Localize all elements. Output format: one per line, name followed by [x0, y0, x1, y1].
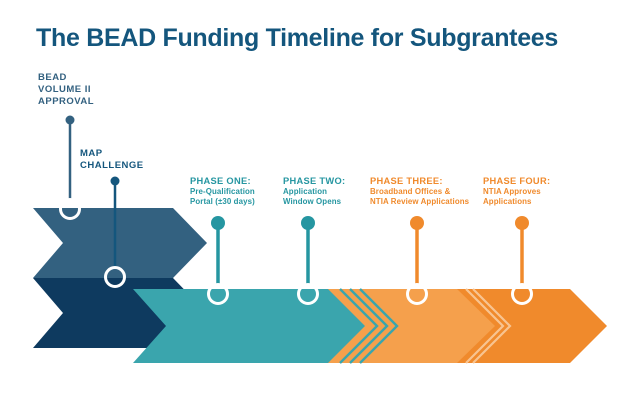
label-line: PHASE TWO: [283, 176, 345, 186]
phase-two-label: PHASE TWO: Application Window Opens [283, 171, 350, 206]
phase-three-label: PHASE THREE: Broadband Offices & NTIA Re… [370, 171, 470, 206]
label-line: NTIA Approves [483, 187, 541, 196]
map-challenge-label: MAP CHALLENGE [80, 148, 144, 171]
map-challenge-dot [110, 176, 120, 186]
label-line: Application [283, 187, 327, 196]
steel-blue-chevron-arrow [33, 208, 207, 278]
bead-approval-dot [65, 115, 75, 125]
phase-four-ring-marker [511, 283, 533, 305]
phase-one-ring-marker [207, 283, 229, 305]
phase-one-label: PHASE ONE: Pre-Qualification Portal (±30… [190, 171, 259, 206]
phase-four-dot [515, 216, 529, 230]
label-line: Window Opens [283, 197, 342, 206]
bead-approval-ring-marker [59, 198, 81, 220]
label-line: PHASE ONE: [190, 176, 251, 186]
light-orange-stripe-chevron [465, 288, 505, 364]
label-line: PHASE THREE: [370, 176, 443, 186]
label-line: BEAD [38, 72, 67, 83]
teal-arrow-segment [133, 289, 365, 363]
label-line: Pre-Qualification [190, 187, 255, 196]
phase-two-dot [301, 216, 315, 230]
map-challenge-ring-marker [104, 266, 126, 288]
phase-one-dot [211, 216, 225, 230]
label-line: Broadband Offices & [370, 187, 451, 196]
label-line: Applications [483, 197, 532, 206]
bead-approval-label: BEAD VOLUME II APPROVAL [38, 72, 94, 107]
label-line: CHALLENGE [80, 160, 144, 171]
label-line: APPROVAL [38, 96, 94, 107]
page-title: The BEAD Funding Timeline for Subgrantee… [36, 24, 558, 52]
teal-stripe-chevron [349, 288, 389, 364]
phase-two-ring-marker [297, 283, 319, 305]
light-orange-stripe-chevron [472, 288, 512, 364]
phase-three-ring-marker [406, 283, 428, 305]
teal-stripe-chevron [359, 288, 399, 364]
label-line: NTIA Review Applications [370, 197, 470, 206]
label-line: VOLUME II [38, 84, 91, 95]
label-line: Portal (±30 days) [190, 197, 255, 206]
label-line: PHASE FOUR: [483, 176, 550, 186]
teal-stripe-chevron [339, 288, 379, 364]
phase-three-dot [410, 216, 424, 230]
phase-four-label: PHASE FOUR: NTIA Approves Applications [483, 171, 555, 206]
orange-arrow-segment [457, 289, 607, 363]
label-line: MAP [80, 148, 103, 159]
